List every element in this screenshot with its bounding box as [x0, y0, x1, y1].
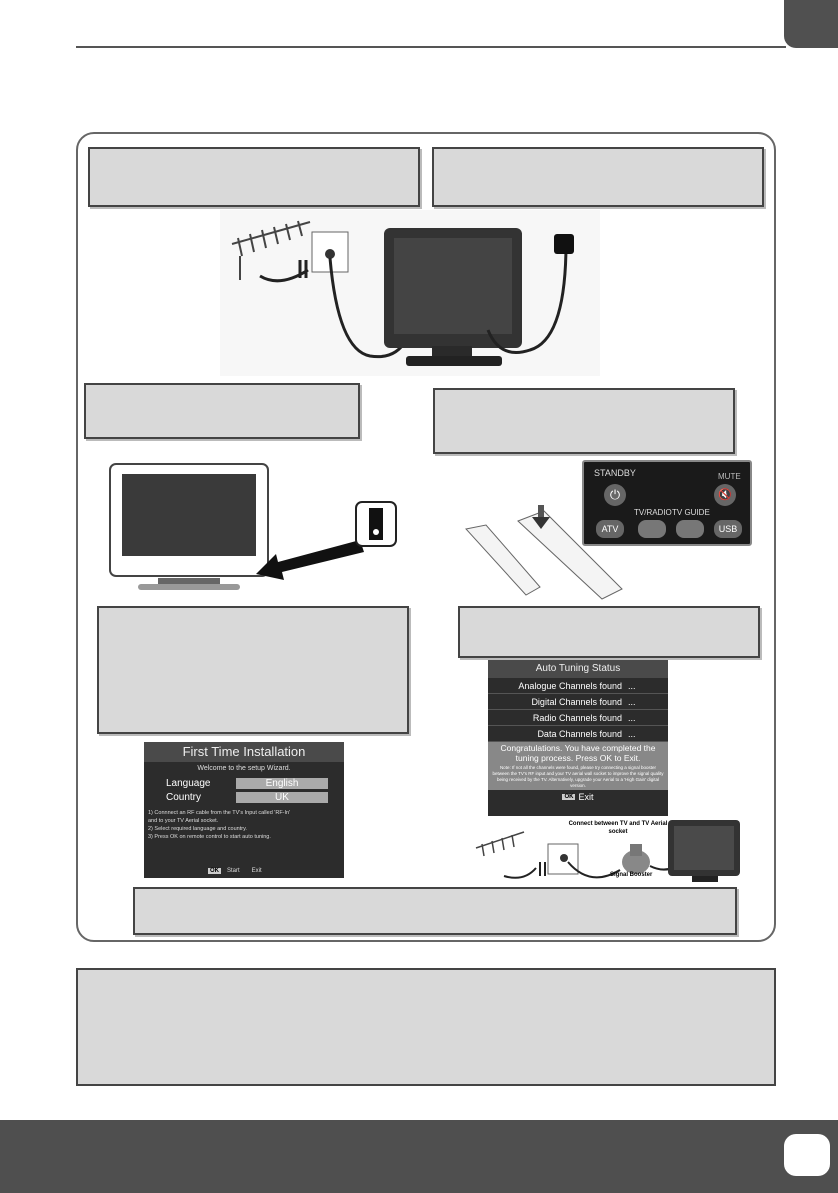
aerial-icon [231, 220, 311, 280]
tuning-row-value: ... [628, 712, 636, 723]
step-3: 3) Press OK on remote control to start a… [148, 834, 271, 840]
tuning-row: Analogue Channels found... [488, 678, 668, 694]
mute-button[interactable]: 🔇 [714, 484, 736, 506]
language-select[interactable]: English [236, 778, 328, 789]
tuning-row-value: ... [628, 680, 636, 691]
remote-batteries-diagram [465, 505, 623, 600]
tv-rear-icon [668, 820, 740, 882]
tuning-title: Auto Tuning Status [488, 660, 668, 678]
country-label: Country [166, 792, 202, 803]
ok-key: OK [208, 868, 221, 874]
ok-key: OK [562, 794, 576, 800]
step-box-4 [433, 388, 735, 454]
language-label: Language [166, 778, 211, 789]
tuning-row: Data Channels found... [488, 726, 668, 742]
tv-radio-button[interactable] [638, 520, 666, 538]
auto-tuning-status-screen: Auto Tuning Status Analogue Channels fou… [488, 660, 668, 816]
arrow-icon [256, 540, 364, 580]
tv-radio-label: TV/RADIO [634, 508, 672, 517]
step-box-3 [84, 383, 360, 439]
step-1b: and to your TV Aerial socket. [148, 818, 219, 824]
page-footer [0, 1120, 838, 1193]
tuning-row-label: Analogue Channels found [518, 680, 622, 691]
step-box-6 [458, 606, 760, 658]
tuning-row-value: ... [628, 728, 636, 739]
tuning-row-value: ... [628, 696, 636, 707]
congrats-text: Congratulations. You have completed the … [500, 743, 656, 763]
usb-button[interactable]: USB [714, 520, 742, 538]
step-box-2 [432, 147, 764, 207]
header-rule [76, 46, 786, 48]
step-box-1 [88, 147, 420, 207]
note-box [76, 968, 776, 1086]
standby-label: STANDBY [594, 468, 636, 478]
page-number-tab [784, 1134, 830, 1176]
exit-label[interactable]: Exit [251, 868, 262, 874]
step-box-5 [97, 606, 409, 734]
tv-front-icon [109, 463, 269, 590]
tv-rear-icon [384, 228, 522, 366]
first-time-installation-screen: First Time Installation Welcome to the s… [144, 742, 344, 878]
signal-booster-diagram: Connect between TV and TV Aerial socket … [470, 818, 748, 884]
exit-label[interactable]: Exit [578, 792, 594, 802]
remote-closeup: STANDBY MUTE ⏻ 🔇 TV/RADIO TV GUIDE ATV U… [582, 460, 752, 546]
signal-note: Note: If not all the channels were found… [492, 765, 664, 788]
standby-button[interactable]: ⏻ [604, 484, 626, 506]
start-label[interactable]: Start [227, 868, 240, 874]
power-switch-icon [355, 501, 397, 547]
tv-guide-button[interactable] [676, 520, 704, 538]
connect-label: Connect between TV and TV Aerial socket [568, 821, 668, 835]
connection-diagram [220, 210, 600, 376]
atv-button[interactable]: ATV [596, 520, 624, 538]
step-1a: 1) Connnect an RF cable from the TV's In… [148, 810, 291, 816]
tv-guide-label: TV GUIDE [672, 508, 710, 517]
step-2: 2) Select required language and country. [148, 826, 247, 832]
welcome-text: Welcome to the setup Wizard. [197, 765, 291, 772]
tuning-row: Digital Channels found... [488, 694, 668, 710]
install-title: First Time Installation [144, 742, 344, 762]
chapter-tab [784, 0, 838, 48]
setup-steps-frame [76, 132, 776, 942]
aerial-icon [475, 831, 525, 857]
mute-label: MUTE [718, 472, 741, 481]
country-select[interactable]: UK [236, 792, 328, 803]
signal-booster-icon [622, 844, 650, 874]
power-plug-icon [554, 234, 574, 254]
step-box-7 [133, 887, 737, 935]
tuning-row-label: Radio Channels found [532, 712, 622, 723]
booster-label: Signal Booster [610, 872, 653, 878]
tuning-row-label: Digital Channels found [531, 696, 622, 707]
tuning-row-label: Data Channels found [537, 728, 622, 739]
tuning-row: Radio Channels found... [488, 710, 668, 726]
tv-front-diagram [109, 463, 397, 590]
